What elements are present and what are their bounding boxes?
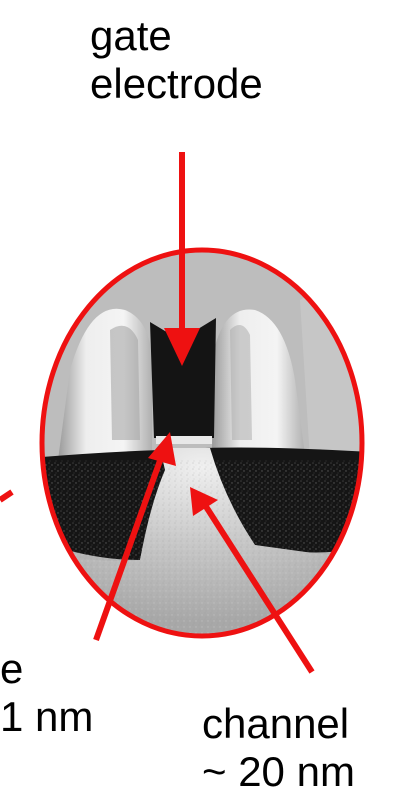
right-structure xyxy=(300,290,364,460)
oxide-label-line-1: e xyxy=(0,645,93,693)
channel-label-line-1: channel xyxy=(202,700,355,748)
oxide-label: e 1 nm xyxy=(0,645,93,741)
substrate-grain xyxy=(40,460,364,640)
micrograph-image xyxy=(30,248,370,640)
gate-label-line-2: electrode xyxy=(90,60,263,108)
channel-label: channel ~ 20 nm xyxy=(202,700,355,796)
channel-label-line-2: ~ 20 nm xyxy=(202,748,355,796)
oxide-label-line-2: 1 nm xyxy=(0,693,93,741)
gate-label-line-1: gate xyxy=(90,12,263,60)
left-offscreen-arrow-tip xyxy=(0,492,12,500)
right-spacer-shadow xyxy=(230,325,252,440)
left-spacer-shadow xyxy=(110,326,140,440)
gate-electrode-label: gate electrode xyxy=(90,12,263,108)
